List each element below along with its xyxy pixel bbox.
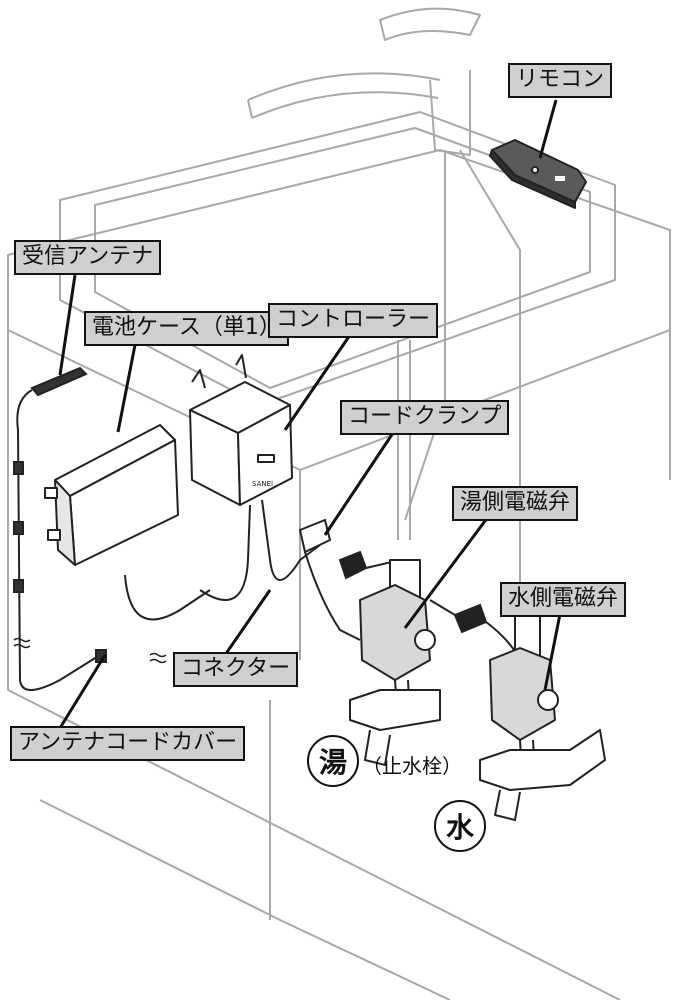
remote-control [489,139,587,209]
receive-antenna [13,366,107,691]
callout-remote: リモコン [508,63,613,98]
callout-connector: コネクター [173,652,299,687]
hot-side-valve [349,559,441,766]
controller-brand-mark: SANEI [252,480,273,488]
controller-box: SANEI [189,354,321,601]
callout-hot-side-valve: 湯側電磁弁 [452,486,579,521]
callout-receive-antenna: 受信アンテナ [14,240,162,275]
callout-antenna-cord-cover: アンテナコードカバー [10,726,246,761]
callout-cord-clamp: コードクランプ [340,400,510,435]
hot-water-mark: 湯 [307,735,359,787]
callout-controller: コントローラー [268,303,439,338]
break-marks [13,637,167,664]
callout-cold-side-valve: 水側電磁弁 [500,582,627,617]
stop-valve-label: （止水栓） [362,754,462,778]
cold-water-mark: 水 [434,800,486,852]
leader-lines [58,99,562,729]
cold-side-valve [479,614,606,821]
callout-battery-case: 電池ケース（単1） [84,311,289,346]
battery-case [44,424,211,621]
